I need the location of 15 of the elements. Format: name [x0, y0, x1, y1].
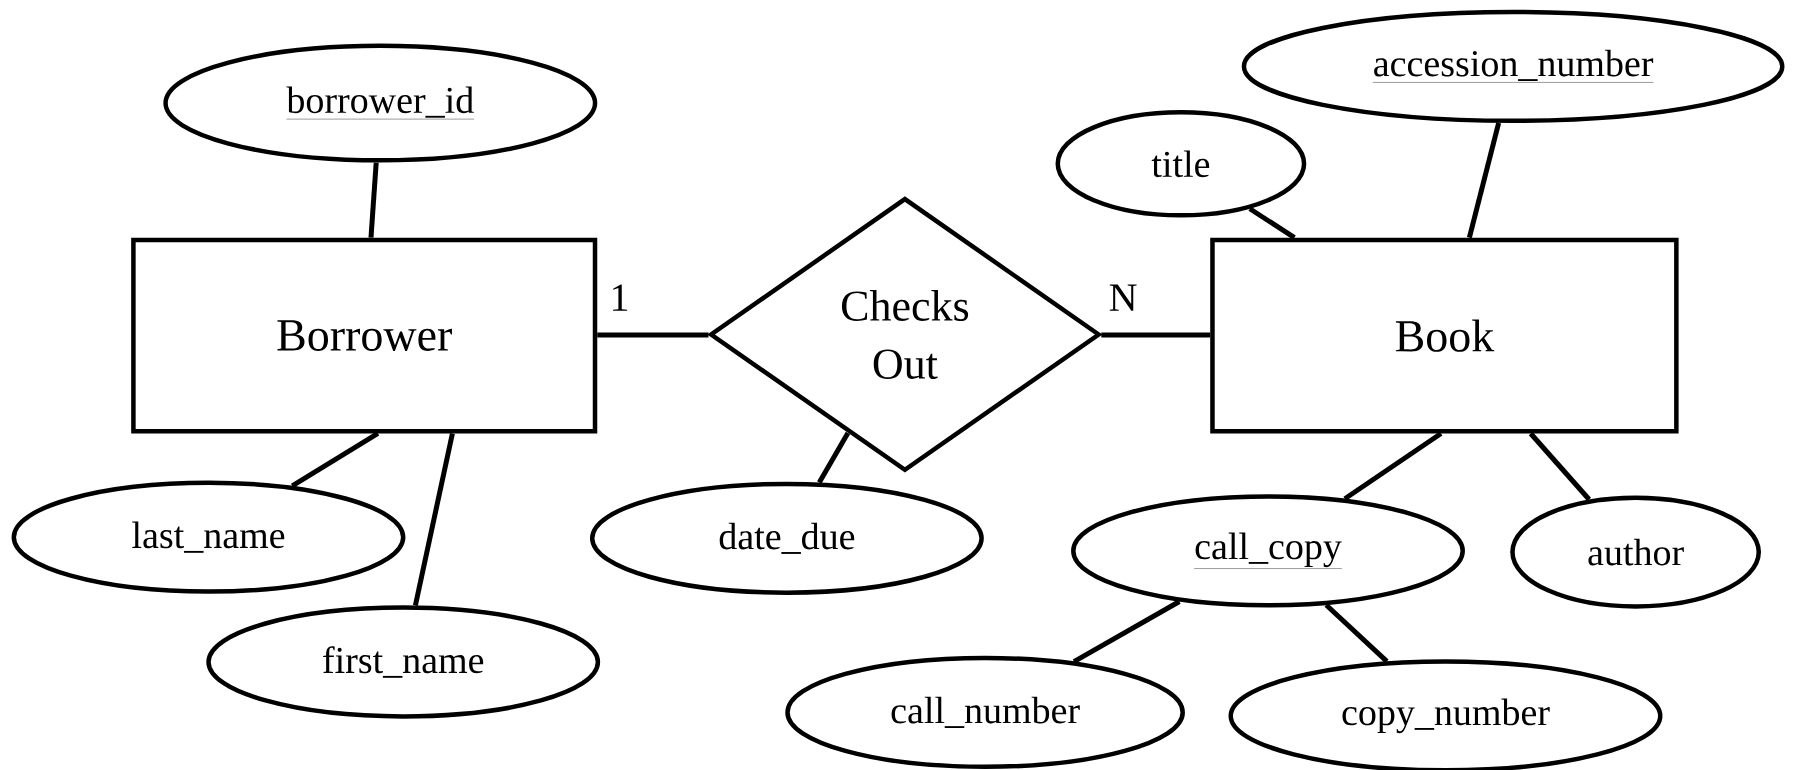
cardinality-label: N [1106, 282, 1140, 313]
entity-box: Book [1210, 237, 1679, 434]
connector-line [1466, 122, 1502, 239]
connector-line [368, 162, 379, 238]
connector-line [1072, 599, 1181, 664]
connector-line [1343, 431, 1443, 501]
connector-line [290, 431, 380, 489]
connector-line [597, 332, 709, 338]
connector-line [1528, 431, 1591, 502]
connector-line [412, 432, 455, 606]
entity-box: Borrower [131, 237, 598, 434]
connector-line [1101, 332, 1211, 338]
connector-line [1324, 603, 1389, 664]
connector-line [817, 431, 851, 484]
cardinality-label: 1 [607, 282, 632, 313]
